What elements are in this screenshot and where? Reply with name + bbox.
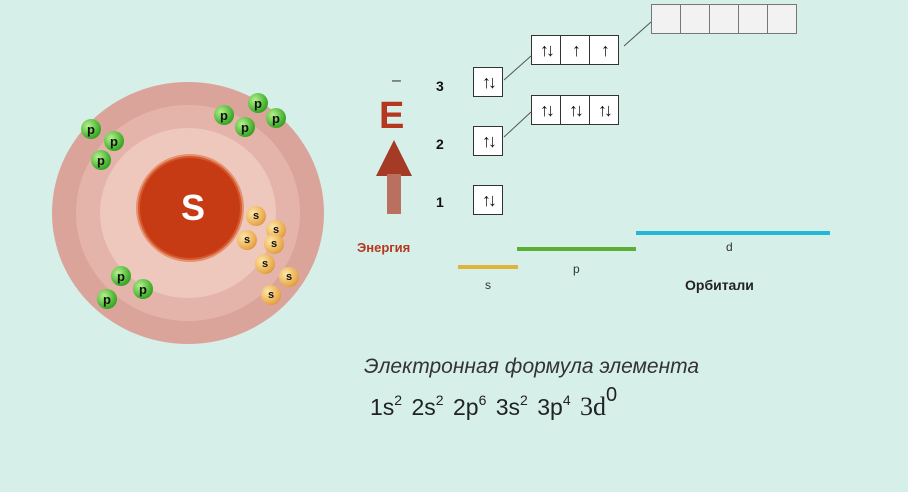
nucleus-label: S	[180, 187, 205, 228]
p-electron: p	[266, 108, 286, 128]
p-electron: p	[81, 119, 101, 139]
level-1-number: 1	[436, 194, 444, 210]
d-orbital-label: d	[726, 240, 733, 254]
energy-label: Энергия	[357, 240, 411, 255]
level-3-number: 3	[436, 78, 444, 94]
orbital-cell: ↑	[601, 39, 610, 60]
p-electron: p	[248, 93, 268, 113]
orbital-cell: ↑↓	[482, 71, 497, 92]
orbital-cell: ↑	[561, 36, 590, 64]
orbital-cell: ↑↓	[482, 189, 497, 210]
orbital-cell	[652, 5, 681, 33]
p-orbital-label: p	[573, 262, 580, 276]
nucleus	[138, 156, 242, 260]
connector-3p-3d	[623, 21, 652, 47]
orbital-cell	[739, 5, 768, 33]
formula-caption: Электронная формула элемента	[364, 355, 700, 378]
formula-term: 3s2	[495, 392, 528, 420]
s-electron: s	[246, 206, 266, 226]
connector-2s-2p	[503, 111, 532, 138]
connector-3s-3p	[503, 55, 532, 81]
orbital-connectors	[503, 21, 652, 138]
s-electron: s	[261, 285, 281, 305]
orbital-cell	[710, 5, 739, 33]
formula-term: 2s2	[411, 392, 444, 420]
orbital-cell: ↑↓	[482, 130, 497, 151]
level-3-d-orbitals	[651, 4, 797, 34]
electron-formula: 1s2 2s2 2p6 3s2 3p4 3d0	[370, 384, 620, 422]
orbital-cell	[768, 5, 796, 33]
level-2-p-orbitals: ↑↓ ↑↓ ↑↓	[531, 95, 619, 125]
d-orbital-line	[636, 231, 830, 235]
p-electron: p	[133, 279, 153, 299]
orbital-cell: ↑↓	[532, 36, 561, 64]
s-electron: s	[264, 234, 284, 254]
energy-minus-sign: –	[392, 72, 401, 89]
formula-term: 1s2	[370, 392, 403, 420]
s-electron: s	[237, 230, 257, 250]
p-orbital-line	[517, 247, 636, 251]
p-electron: p	[97, 289, 117, 309]
orbitals-title: Орбитали	[685, 277, 754, 293]
energy-arrow-icon	[376, 140, 412, 214]
level-1-s-orbital: ↑↓	[473, 185, 503, 215]
orbital-cell	[681, 5, 710, 33]
level-2-number: 2	[436, 136, 444, 152]
level-3-p-orbitals: ↑↓ ↑ ↑	[531, 35, 619, 65]
level-3-s-orbital: ↑↓	[473, 67, 503, 97]
formula-term: 3p4	[537, 392, 571, 420]
energy-symbol: E	[379, 95, 405, 137]
p-electron: p	[104, 131, 124, 151]
s-electron: s	[279, 267, 299, 287]
arrow-head	[376, 140, 412, 176]
nucleus-highlight	[136, 154, 244, 262]
p-electron: p	[235, 117, 255, 137]
orbital-cell: ↑↓	[532, 96, 561, 124]
s-electron: s	[255, 254, 275, 274]
level-2-s-orbital: ↑↓	[473, 126, 503, 156]
p-electron: p	[214, 105, 234, 125]
p-electron: p	[91, 150, 111, 170]
orbital-cell: ↑↓	[598, 99, 613, 120]
formula-term: 2p6	[452, 392, 487, 420]
p-electron: p	[111, 266, 131, 286]
formula-term: 3d0	[580, 384, 618, 421]
arrow-shaft	[387, 174, 401, 214]
s-orbital-label: s	[485, 278, 491, 292]
s-orbital-line	[458, 265, 518, 269]
orbital-cell: ↑↓	[561, 96, 590, 124]
